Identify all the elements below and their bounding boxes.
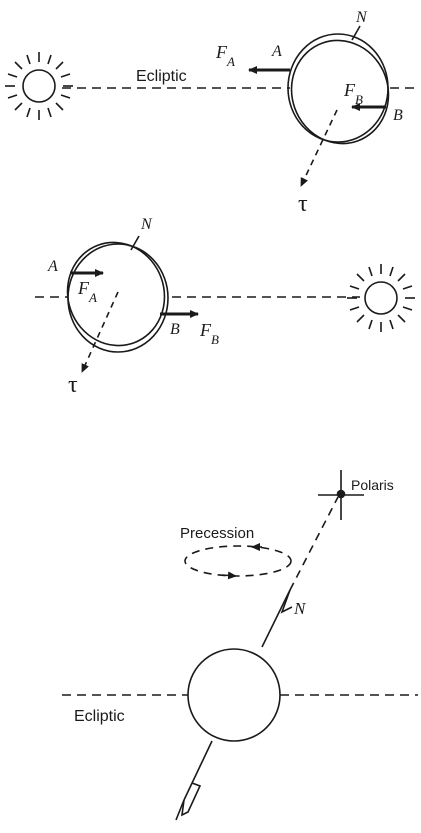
- polaris-label: Polaris: [351, 477, 394, 493]
- earth-bulge-2: [53, 229, 179, 360]
- force-a-label-2: FA: [77, 278, 97, 305]
- north-label-2: N: [140, 216, 153, 233]
- precession-arrow-bottom: [222, 575, 236, 576]
- point-a-label-1: A: [271, 43, 282, 60]
- axis-to-polaris: [290, 497, 338, 590]
- precession-ellipse: [185, 546, 291, 576]
- point-b-label-2: B: [170, 321, 180, 338]
- precession-label: Precession: [180, 525, 254, 542]
- earth-circle-2: [68, 244, 168, 352]
- earth-axis-upper: [262, 590, 290, 647]
- force-a-label-1: FA: [215, 42, 235, 69]
- north-label-3: N: [293, 599, 307, 618]
- force-b-label-2: FB: [199, 320, 219, 347]
- north-axis-arrow-icon: [282, 590, 292, 612]
- sun-icon-left: [5, 52, 73, 120]
- ecliptic-label-3: Ecliptic: [74, 708, 125, 725]
- north-label-1: N: [355, 9, 368, 26]
- torque-label-1: τ: [298, 191, 308, 217]
- panel-3: [62, 470, 418, 820]
- torque-arrow-2: [82, 292, 118, 372]
- earth-circle-3: [188, 649, 280, 741]
- ecliptic-label-1: Ecliptic: [136, 68, 187, 85]
- torque-label-2: τ: [68, 372, 78, 398]
- force-b-label-1: FB: [343, 80, 363, 107]
- earth-bulge-1: [277, 27, 403, 158]
- point-b-label-1: B: [393, 107, 403, 124]
- panel-3-labels: Polaris Precession N Ecliptic: [74, 477, 394, 725]
- torque-arrow-1: [301, 110, 337, 186]
- point-a-label-2: A: [47, 258, 58, 275]
- earth-circle-1: [288, 34, 388, 142]
- sun-icon-right: [347, 264, 415, 332]
- panel-2-labels: N A B FA FB τ: [47, 216, 219, 398]
